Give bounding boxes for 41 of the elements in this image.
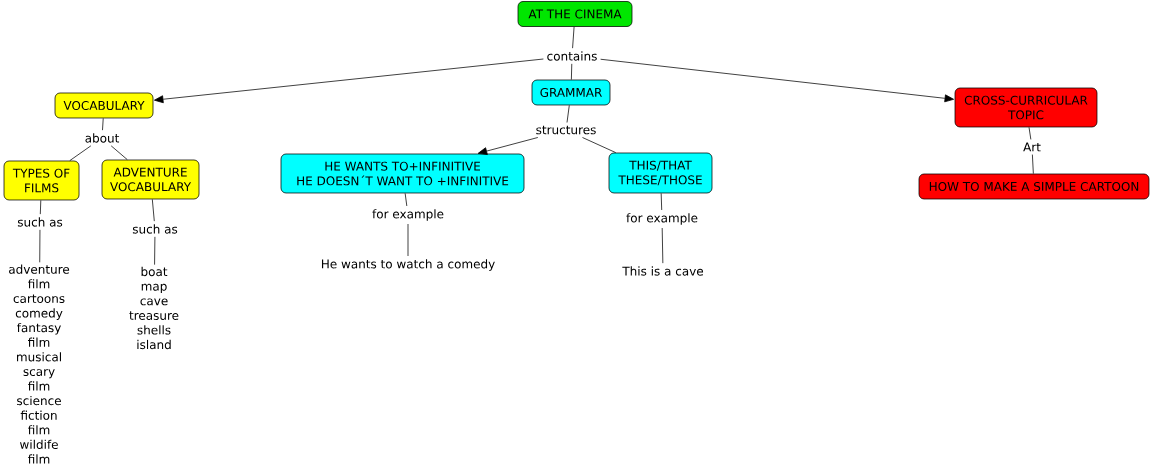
example-sentence: He wants to watch a comedy	[322, 259, 495, 271]
linking-phrase: such as	[17, 217, 63, 227]
concept-box: CROSS-CURRICULAR TOPIC	[954, 87, 1098, 128]
connector-line	[661, 227, 664, 264]
concept-box: HE WANTS TO+INFINITIVE HE DOESN´T WANT TO +INFINITIVE	[280, 153, 525, 194]
linking-phrase: contains	[547, 51, 597, 61]
connector-line	[566, 105, 570, 123]
connector-line	[1028, 127, 1032, 140]
connector-line	[39, 229, 41, 263]
linking-phrase: about	[85, 133, 120, 143]
connector-line	[102, 118, 104, 131]
concept-box: AT THE CINEMA	[517, 1, 633, 27]
connector-line	[404, 193, 408, 207]
connector-line	[151, 199, 155, 222]
connector-line	[660, 193, 663, 211]
connector-line	[154, 236, 156, 266]
linking-phrase: such as	[132, 224, 178, 234]
arrow	[154, 58, 544, 104]
connector-line	[407, 223, 409, 257]
concept-box: VOCABULARY	[54, 92, 154, 119]
connector-line	[110, 145, 128, 160]
concept-box: THIS/THAT THESE/THOSE	[608, 152, 713, 194]
linking-phrase: for example	[372, 209, 444, 221]
linking-phrase: structures	[536, 125, 596, 135]
arrow	[477, 137, 539, 155]
example-list: adventure film cartoons comedy fantasy film musical scary film science fiction film wildife film	[9, 264, 70, 464]
concept-box: TYPES OF FILMS	[3, 160, 80, 201]
concept-box: GRAMMAR	[531, 79, 611, 106]
concept-box: ADVENTURE VOCABULARY	[101, 159, 200, 200]
example-list: boat map cave treasure shells island	[129, 266, 179, 350]
connector-line	[571, 63, 573, 80]
connector-line	[69, 145, 92, 161]
example-sentence: This is a cave	[622, 266, 704, 276]
connector-line	[39, 200, 42, 215]
concept-box: HOW TO MAKE A SIMPLE CARTOON	[918, 173, 1150, 200]
connector-line	[572, 26, 575, 49]
connector-line	[1032, 154, 1034, 174]
connector-line	[582, 137, 617, 153]
linking-phrase: Art	[1023, 142, 1041, 152]
arrow	[600, 58, 954, 103]
linking-phrase: for example	[626, 213, 698, 225]
